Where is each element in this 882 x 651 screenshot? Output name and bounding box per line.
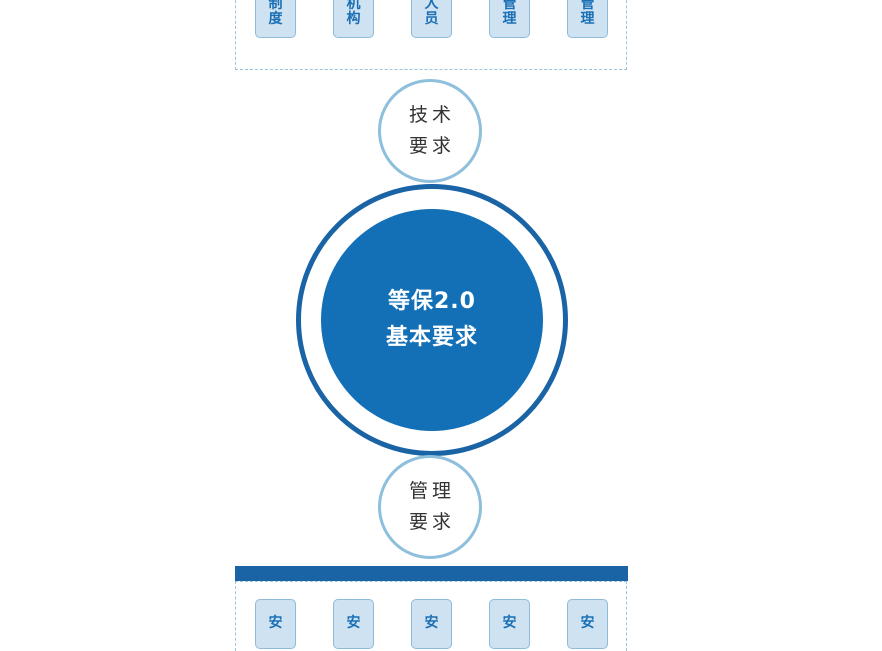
technical-item-3: 安: [411, 599, 452, 649]
item-label-line1: 人: [424, 0, 439, 12]
core-requirements-node: 等保2.0 基本要求: [321, 209, 543, 431]
item-label-line1: 管: [502, 0, 517, 12]
item-label-line1: 制: [268, 0, 283, 12]
management-item-construction: 管 理: [489, 0, 530, 38]
technical-item-4: 安: [489, 599, 530, 649]
item-label-line1: 安: [502, 615, 517, 631]
item-label-line2: 理: [502, 11, 517, 27]
management-item-personnel: 人 员: [411, 0, 452, 38]
technical-item-2: 安: [333, 599, 374, 649]
node-label-line2: 要求: [408, 511, 455, 533]
technical-panel-header-bar: [235, 566, 628, 581]
item-label-line2: 构: [346, 11, 361, 27]
management-item-operation: 管 理: [567, 0, 608, 38]
item-label-line1: 安: [268, 615, 283, 631]
item-label-line1: 管: [580, 0, 595, 12]
node-label-line1: 管理: [408, 480, 455, 502]
management-item-system: 制 度: [255, 0, 296, 38]
technical-items-panel: [235, 581, 627, 651]
management-item-organization: 机 构: [333, 0, 374, 38]
item-label-line1: 安: [580, 615, 595, 631]
item-label-line2: 度: [268, 11, 283, 27]
technical-item-1: 安: [255, 599, 296, 649]
item-label-line2: 理: [580, 11, 595, 27]
management-requirements-node: 管理 要求: [378, 455, 482, 559]
item-label-line2: 员: [424, 11, 439, 27]
node-label-line2: 要求: [408, 135, 455, 157]
core-label-line1: 等保2.0: [388, 289, 476, 314]
technical-requirements-node: 技术 要求: [378, 79, 482, 183]
item-label-line1: 机: [346, 0, 361, 12]
item-label-line1: 安: [346, 615, 361, 631]
item-label-line1: 安: [424, 615, 439, 631]
node-label-line1: 技术: [408, 104, 455, 126]
core-label-line2: 基本要求: [385, 325, 478, 350]
management-items-panel: [235, 0, 627, 70]
technical-item-5: 安: [567, 599, 608, 649]
